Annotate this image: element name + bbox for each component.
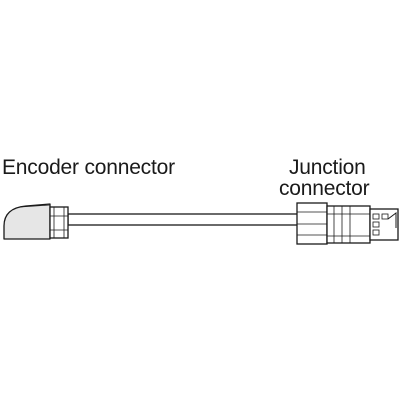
encoder-connector (3, 203, 69, 240)
cable (67, 213, 301, 226)
junction-connector-label-line2: connector (279, 177, 370, 200)
junction-connector-label-line1: Junction (289, 156, 366, 179)
encoder-connector-label: Encoder connector (2, 156, 175, 179)
junction-connector (296, 202, 399, 245)
